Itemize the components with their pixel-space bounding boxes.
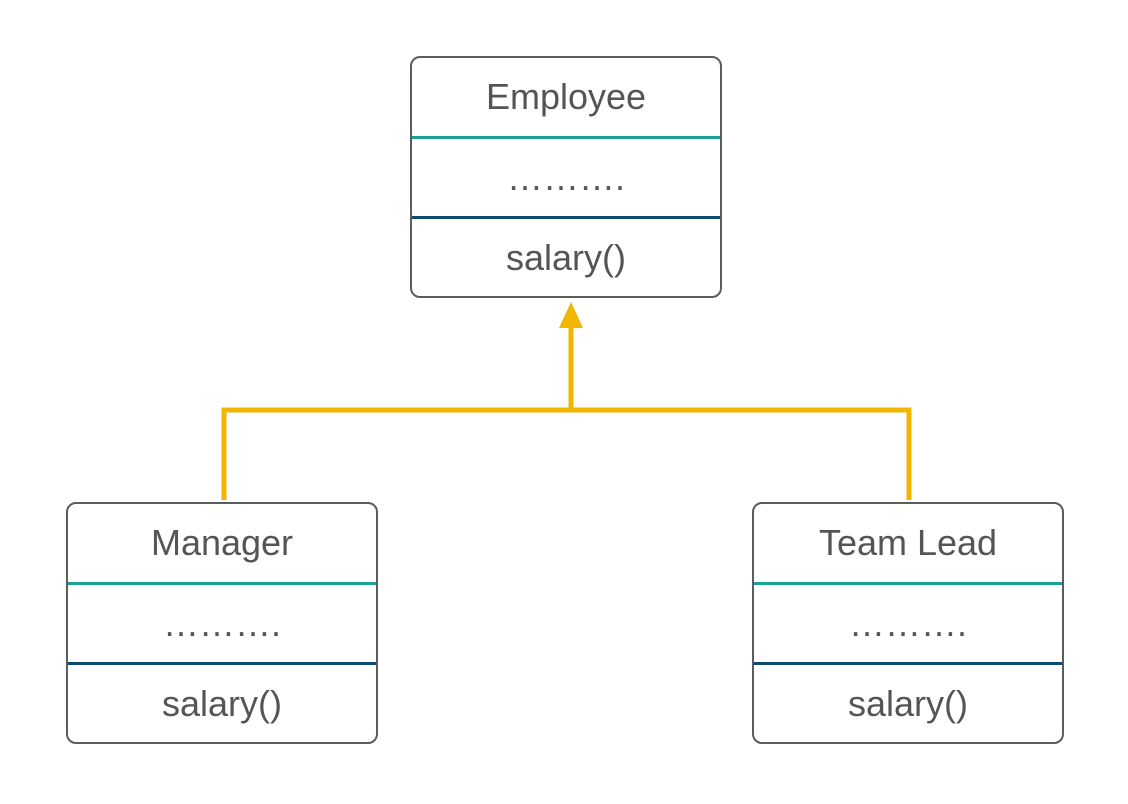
employee-class-box[interactable]: Employee ………. salary()	[410, 56, 722, 298]
team-lead-methods: salary()	[847, 683, 968, 724]
team-lead-class-name: Team Lead	[818, 522, 998, 563]
employee-methods: salary()	[505, 237, 626, 278]
manager-attributes: ……….	[162, 603, 281, 644]
manager-class-name: Manager	[150, 522, 294, 563]
team-lead-methods-divider	[754, 662, 1062, 665]
manager-name-divider	[68, 582, 376, 585]
employee-methods-divider	[412, 216, 720, 219]
manager-methods: salary()	[161, 683, 282, 724]
team-lead-inheritance-line	[571, 407, 912, 500]
team-lead-name-divider	[754, 582, 1062, 585]
employee-class-name: Employee	[485, 76, 647, 117]
manager-inheritance-line	[221, 407, 571, 500]
team-lead-attributes: ……….	[848, 603, 967, 644]
team-lead-class-box[interactable]: Team Lead ………. salary()	[752, 502, 1064, 744]
employee-name-divider	[412, 136, 720, 139]
manager-methods-divider	[68, 662, 376, 665]
manager-class-box[interactable]: Manager ………. salary()	[66, 502, 378, 744]
inheritance-arrowhead-icon	[559, 302, 583, 328]
employee-attributes: ……….	[506, 157, 625, 198]
